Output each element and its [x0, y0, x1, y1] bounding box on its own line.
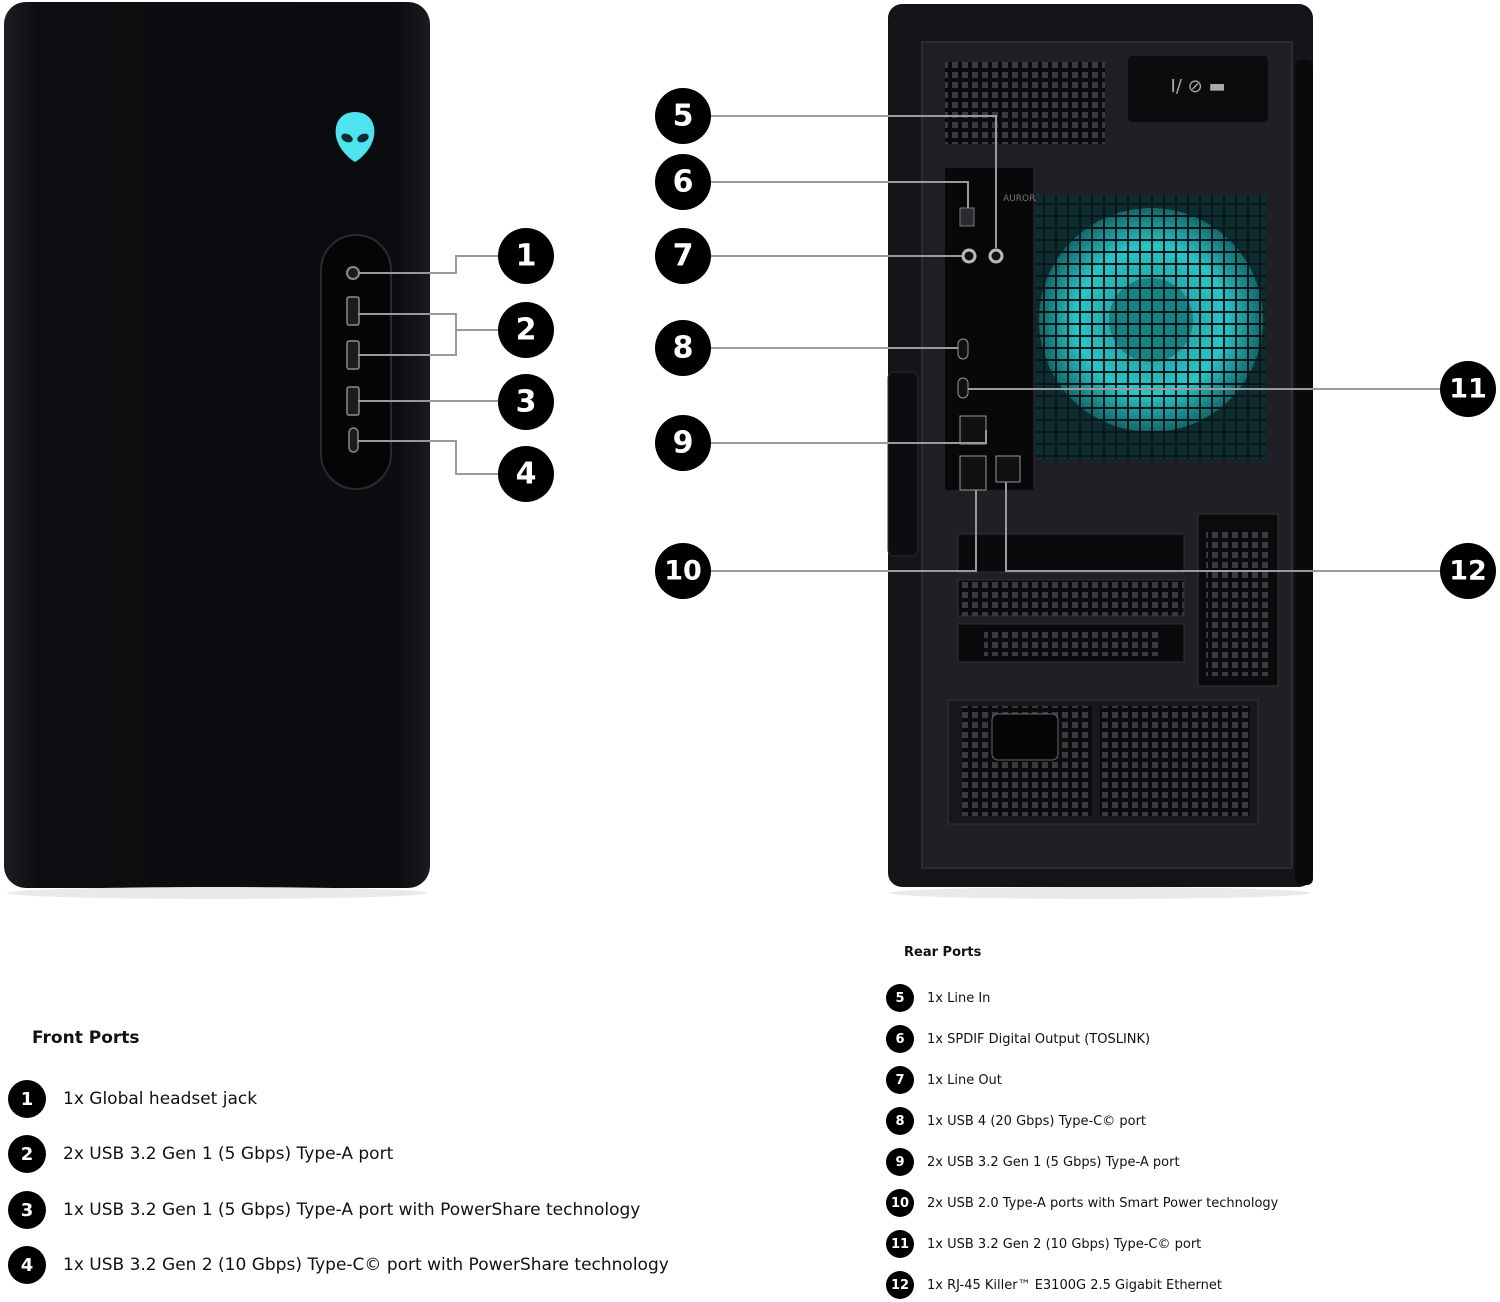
callout-1: 1 [498, 228, 554, 284]
legend-label: 1x USB 3.2 Gen 2 (10 Gbps) Type-C© port … [63, 1255, 669, 1275]
gpu-slot [957, 533, 1185, 573]
legend-badge: 6 [886, 1025, 914, 1053]
callout-8: 8 [655, 320, 711, 376]
legend-label: 2x USB 3.2 Gen 1 (5 Gbps) Type-A port [927, 1154, 1180, 1170]
svg-text:4: 4 [516, 457, 537, 492]
power-icon: I/ ⊘ ▬ [1171, 76, 1226, 97]
usb-c-port [348, 427, 359, 453]
legend-label: 1x USB 4 (20 Gbps) Type-C© port [927, 1113, 1147, 1129]
usb-a-port [346, 386, 360, 416]
legend-item: 8 1x USB 4 (20 Gbps) Type-C© port [886, 1107, 1146, 1135]
legend-badge: 2 [8, 1135, 46, 1173]
callout-11: 11 [1440, 361, 1496, 417]
svg-text:8: 8 [673, 331, 694, 366]
alien-logo-icon [335, 112, 375, 162]
headset-jack [346, 266, 360, 280]
callout-10: 10 [655, 543, 711, 599]
callout-2: 2 [498, 302, 554, 358]
front-case [4, 2, 430, 899]
legend-badge: 4 [8, 1246, 46, 1284]
legend-label: 1x Global headset jack [63, 1089, 258, 1109]
front-leaders [358, 255, 500, 475]
legend-item: 12 1x RJ-45 Killer™ E3100G 2.5 Gigabit E… [886, 1271, 1222, 1299]
callout-12: 12 [1440, 543, 1496, 599]
legend-badge: 5 [886, 984, 914, 1012]
power-socket [991, 713, 1059, 761]
svg-text:7: 7 [673, 239, 694, 274]
legend-label: 1x Line Out [927, 1072, 1002, 1088]
legend-label: 1x Line In [927, 990, 991, 1006]
legend-item: 7 1x Line Out [886, 1066, 1002, 1094]
callout-6: 6 [655, 154, 711, 210]
front-ports-title: Front Ports [32, 1028, 140, 1048]
usb-a-port [346, 296, 360, 326]
callout-9: 9 [655, 415, 711, 471]
svg-text:5: 5 [673, 99, 694, 134]
legend-item: 5 1x Line In [886, 984, 990, 1012]
legend-item: 4 1x USB 3.2 Gen 2 (10 Gbps) Type-C© por… [8, 1246, 669, 1284]
legend-label: 1x USB 3.2 Gen 2 (10 Gbps) Type-C© port [927, 1236, 1202, 1252]
case-label: AURORA [1003, 194, 1042, 204]
legend-badge: 9 [886, 1148, 914, 1176]
legend-item: 10 2x USB 2.0 Type-A ports with Smart Po… [886, 1189, 1278, 1217]
legend-badge: 10 [886, 1189, 914, 1217]
usb-a-port [346, 340, 360, 370]
svg-text:6: 6 [673, 165, 694, 200]
callout-4: 4 [498, 446, 554, 502]
svg-text:9: 9 [673, 426, 694, 461]
io-panel [945, 168, 1033, 490]
callout-5: 5 [655, 88, 711, 144]
legend-badge: 1 [8, 1080, 46, 1118]
legend-badge: 7 [886, 1066, 914, 1094]
svg-text:1: 1 [516, 239, 537, 274]
legend-label: 2x USB 3.2 Gen 1 (5 Gbps) Type-A port [63, 1144, 394, 1164]
legend-item: 9 2x USB 3.2 Gen 1 (5 Gbps) Type-A port [886, 1148, 1180, 1176]
legend-badge: 3 [8, 1191, 46, 1229]
legend-item: 2 2x USB 3.2 Gen 1 (5 Gbps) Type-A port [8, 1135, 393, 1173]
legend-badge: 11 [886, 1230, 914, 1258]
legend-item: 11 1x USB 3.2 Gen 2 (10 Gbps) Type-C© po… [886, 1230, 1201, 1258]
legend-label: 2x USB 2.0 Type-A ports with Smart Power… [927, 1195, 1279, 1211]
svg-text:2: 2 [516, 313, 537, 348]
legend-label: 1x USB 3.2 Gen 1 (5 Gbps) Type-A port wi… [63, 1200, 641, 1220]
svg-text:3: 3 [516, 385, 537, 420]
legend-item: 1 1x Global headset jack [8, 1080, 257, 1118]
legend-label: 1x RJ-45 Killer™ E3100G 2.5 Gigabit Ethe… [927, 1277, 1223, 1293]
legend-item: 6 1x SPDIF Digital Output (TOSLINK) [886, 1025, 1150, 1053]
rear-ports-title: Rear Ports [904, 945, 982, 960]
legend-badge: 12 [886, 1271, 914, 1299]
callout-3: 3 [498, 374, 554, 430]
callout-7: 7 [655, 228, 711, 284]
svg-text:10: 10 [664, 556, 702, 587]
legend-label: 1x SPDIF Digital Output (TOSLINK) [927, 1031, 1151, 1047]
svg-text:12: 12 [1449, 556, 1487, 587]
legend-badge: 8 [886, 1107, 914, 1135]
rear-case: I/ ⊘ ▬ AURORA [887, 4, 1313, 899]
svg-text:11: 11 [1449, 374, 1487, 405]
legend-item: 3 1x USB 3.2 Gen 1 (5 Gbps) Type-A port … [8, 1191, 640, 1229]
rear-leaders [710, 115, 1440, 572]
